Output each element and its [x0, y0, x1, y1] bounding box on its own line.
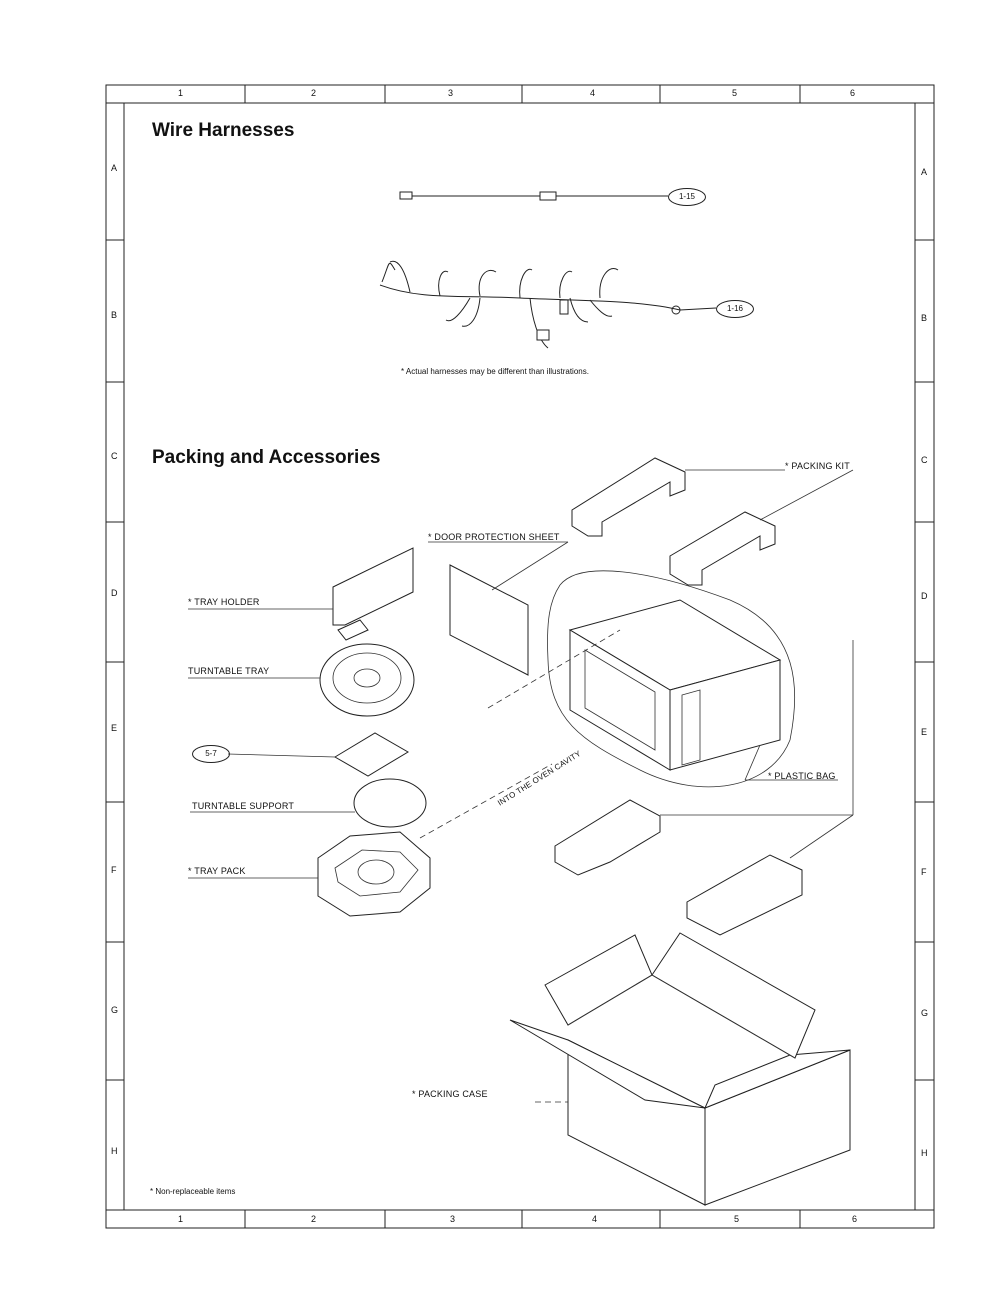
wire-harnesses-title: Wire Harnesses: [152, 120, 295, 141]
door-protection-sheet-part: [449, 564, 529, 676]
grid-col-label: 4: [590, 88, 596, 98]
callout-harness-1: 1-15: [668, 188, 706, 206]
packing-kit-bottom: [554, 799, 803, 936]
callout-item-5-7: 5-7: [192, 745, 230, 763]
grid-col-label: 2: [311, 1214, 317, 1224]
label-turntable-support: TURNTABLE SUPPORT: [192, 801, 295, 811]
leader-door-sheet: [491, 541, 569, 591]
grid-row-label: G: [921, 1008, 929, 1018]
grid-col-label: 1: [178, 88, 184, 98]
harness-note: * Actual harnesses may be different than…: [401, 367, 589, 376]
packing-kit-top: [571, 457, 776, 586]
grid-col-label: 6: [850, 88, 856, 98]
grid-col-label: 3: [450, 1214, 456, 1224]
tray-holder-part: [332, 547, 414, 626]
column-ticks: [244, 85, 801, 1228]
grid-col-label: 4: [592, 1214, 598, 1224]
grid-row-label: F: [921, 867, 927, 877]
grid-row-label: H: [111, 1146, 118, 1156]
turntable-support-part: [353, 778, 427, 828]
grid-row-label: E: [921, 727, 928, 737]
grid-row-label: C: [111, 451, 118, 461]
grid-col-label: 5: [734, 1214, 740, 1224]
door-sheet-guide: [487, 629, 621, 709]
label-tray-pack: * TRAY PACK: [188, 866, 246, 876]
turntable-tray-part: [319, 643, 415, 717]
oven-in-plastic-bag: [547, 570, 796, 788]
leader-plastic-bag: [744, 744, 761, 781]
sheet-border: [105, 84, 935, 1229]
grid-col-label: 5: [732, 88, 738, 98]
leader-packing-kit-2: [759, 469, 854, 521]
grid-col-label: 1: [178, 1214, 184, 1224]
grid-row-label: B: [111, 310, 118, 320]
grid-row-label: E: [111, 723, 118, 733]
label-turntable-tray: TURNTABLE TRAY: [188, 666, 270, 676]
label-door-protection-sheet: * DOOR PROTECTION SHEET: [428, 532, 560, 542]
grid-col-label: 3: [448, 88, 454, 98]
packing-case-part: [509, 932, 851, 1206]
footnote: * Non-replaceable items: [150, 1187, 236, 1196]
grid-row-label: F: [111, 865, 117, 875]
grid-row-label: A: [111, 163, 118, 173]
grid-row-label: D: [921, 591, 928, 601]
tray-pack-part: [317, 831, 431, 917]
oven-cavity-guide: [419, 763, 553, 839]
wire-harness-1: [399, 191, 668, 201]
callout-harness-2: 1-16: [716, 300, 754, 318]
grid-col-label: 2: [311, 88, 317, 98]
leader-item-5-7: [227, 753, 336, 758]
item-5-7-part: [334, 732, 409, 777]
wire-harness-2: [379, 260, 717, 349]
label-packing-kit: * PACKING KIT: [785, 461, 850, 471]
grid-row-label: A: [921, 167, 928, 177]
grid-row-label: C: [921, 455, 928, 465]
label-packing-case: * PACKING CASE: [412, 1089, 488, 1099]
grid-col-label: 6: [852, 1214, 858, 1224]
packing-accessories-title: Packing and Accessories: [152, 447, 381, 468]
grid-row-label: G: [111, 1005, 119, 1015]
grid-row-label: D: [111, 588, 118, 598]
leader-packing-kit-5: [789, 814, 854, 859]
grid-row-label: B: [921, 313, 928, 323]
label-plastic-bag: * PLASTIC BAG: [768, 771, 836, 781]
grid-row-label: H: [921, 1148, 928, 1158]
label-tray-holder: * TRAY HOLDER: [188, 597, 260, 607]
row-ticks: [106, 239, 934, 1081]
